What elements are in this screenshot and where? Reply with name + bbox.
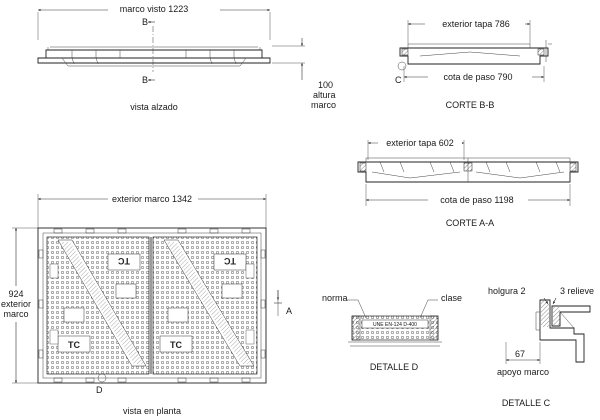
frame-height-label-1: exterior — [1, 299, 31, 309]
frame-height-label-2: marco — [311, 100, 336, 110]
frame-support-label: apoyo marco — [497, 367, 549, 377]
section-mark-a: A — [286, 306, 292, 316]
plan-caption: vista en planta — [123, 406, 181, 416]
frame-height-label-1: altura — [313, 90, 336, 100]
section-aa-caption: CORTE A-A — [446, 218, 494, 228]
standard-stamp: UNE EN-124 D-400 — [373, 322, 417, 328]
cover-left: TC TC — [46, 236, 150, 375]
tc-marking: TC — [224, 256, 236, 266]
section-bb-caption: CORTE B-B — [446, 100, 495, 110]
detail-d-caption: DETALLE D — [370, 362, 419, 372]
frame-outline — [37, 227, 267, 384]
tc-marking: TC — [68, 340, 80, 350]
clearance-label: holgura 2 — [488, 286, 526, 296]
standard-label: norma — [322, 293, 348, 303]
plan-view: exterior marco 1342 924 exterior marco — [1, 193, 292, 416]
detail-c-mark: C — [395, 75, 402, 85]
detail-d: norma clase UNE EN-124 D-400 DETALLE D — [322, 293, 462, 372]
frame-height-value: 100 — [318, 80, 333, 90]
detail-c: holgura 2 3 relieve 67 apoyo marco DETAL… — [488, 286, 594, 408]
cover-right: TC TC — [152, 236, 258, 375]
section-mark-b-top: B — [142, 17, 148, 27]
section-bb: exterior tapa 786 C cota de paso 790 COR… — [395, 17, 552, 110]
frame-width-dimension: exterior marco 1342 — [112, 194, 192, 204]
detail-d-mark: D — [96, 385, 103, 395]
elevation-caption: vista alzado — [130, 102, 178, 112]
bb-clear-opening-dimension: cota de paso 790 — [443, 72, 512, 82]
section-mark-b-bottom: B — [142, 75, 148, 85]
relief-label: 3 relieve — [560, 286, 594, 296]
visible-frame-dimension: marco visto 1223 — [120, 4, 189, 14]
detail-c-caption: DETALLE C — [502, 398, 551, 408]
aa-clear-opening-dimension: cota de paso 1198 — [440, 195, 513, 205]
frame-height-label-2: marco — [3, 309, 28, 319]
frame-support-dimension: 67 — [515, 349, 525, 359]
bb-cover-exterior-dimension: exterior tapa 786 — [442, 19, 510, 29]
tc-marking: TC — [170, 340, 182, 350]
frame-height-value: 924 — [8, 289, 23, 299]
aa-cover-exterior-dimension: exterior tapa 602 — [386, 138, 454, 148]
section-aa: exterior tapa 602 cota de paso 1198 CORT… — [357, 137, 579, 228]
elevation-view: marco visto 1223 B B 100 altura marco vi… — [37, 3, 336, 112]
tc-marking: TC — [118, 256, 130, 266]
class-label: clase — [441, 293, 462, 303]
